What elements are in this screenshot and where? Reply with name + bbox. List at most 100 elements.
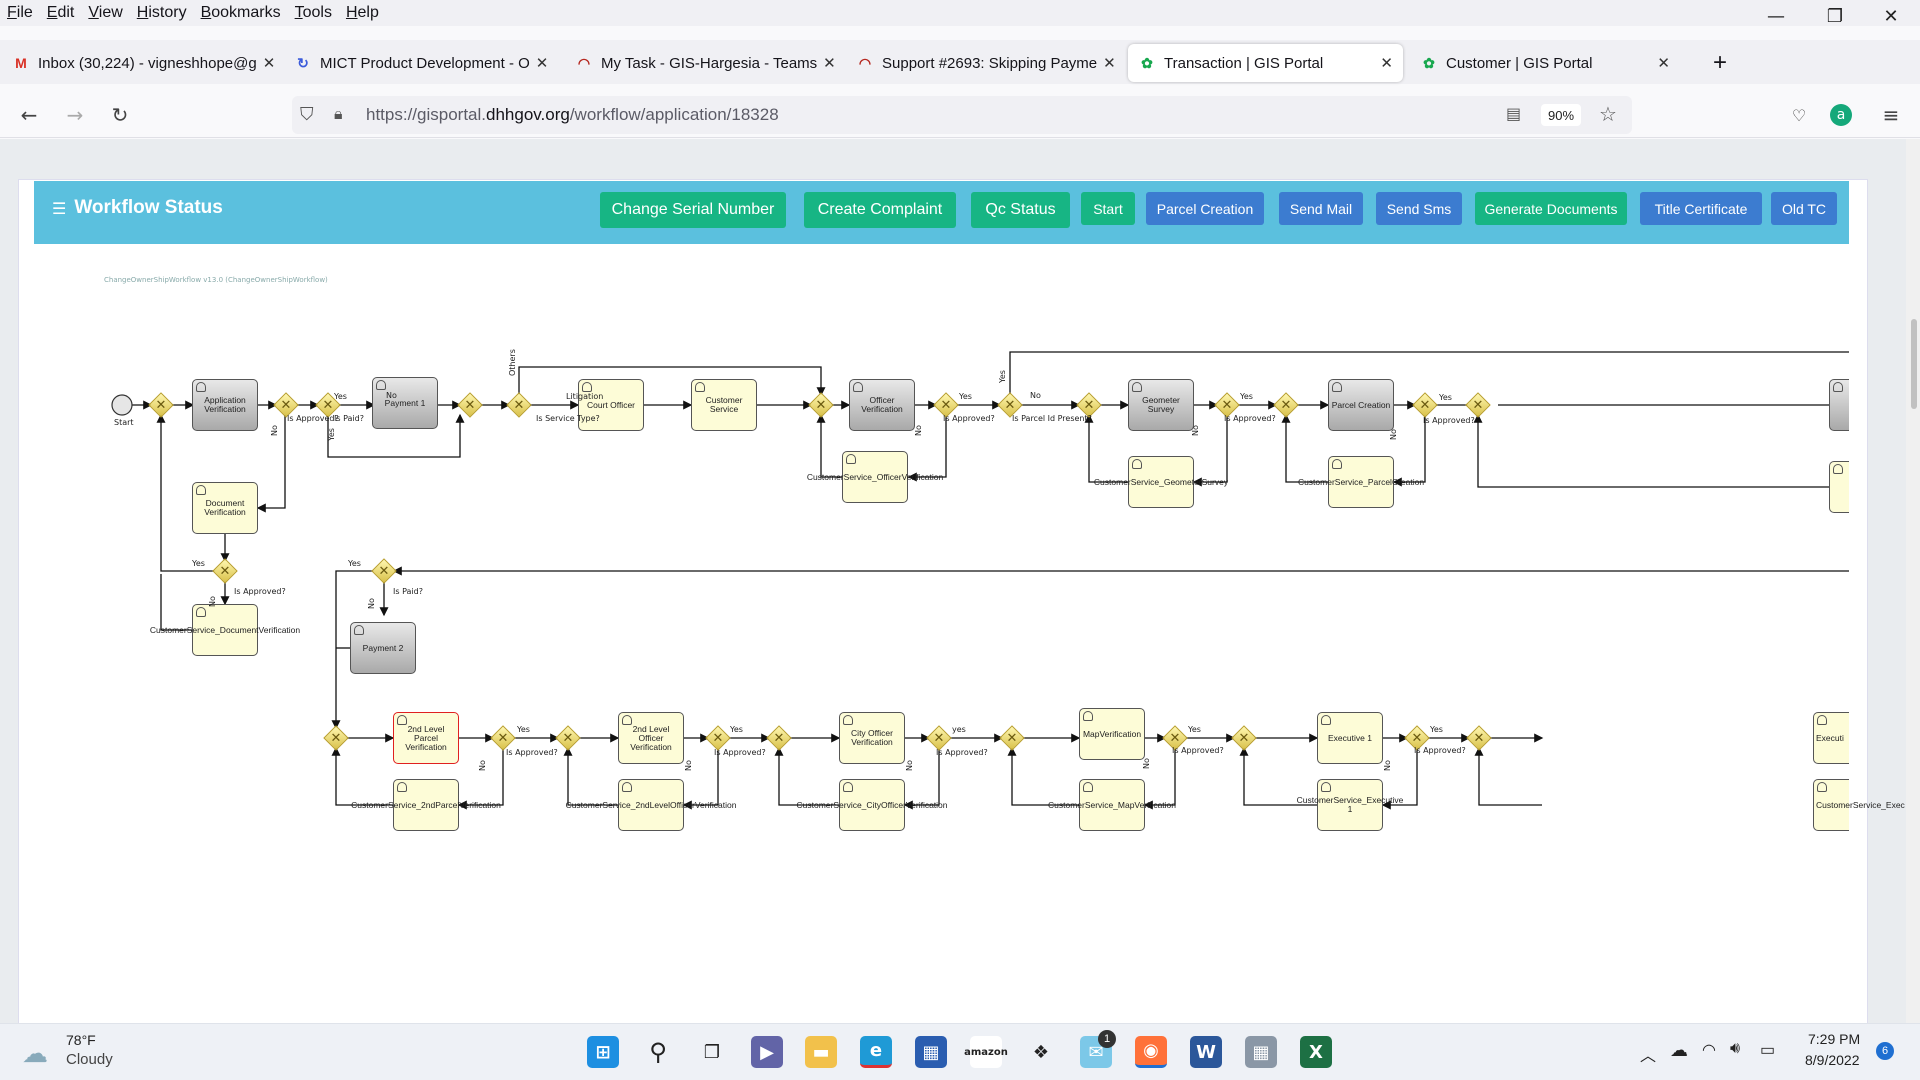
gateway-x-icon: ✕ — [280, 397, 292, 413]
task-cs-officer-verification[interactable]: CustomerService_OfficerVerification — [807, 451, 943, 503]
restore-icon[interactable]: ❐ — [1826, 5, 1844, 27]
account-icon[interactable]: a — [1830, 104, 1852, 126]
task-cs-map-verification[interactable]: CustomerService_MapVerification — [1048, 779, 1176, 831]
task-partial-cs[interactable] — [1829, 461, 1849, 513]
tab-transaction[interactable]: ✿ Transaction | GIS Portal ✕ — [1128, 44, 1403, 82]
task-officer-verification[interactable]: Officer Verification — [849, 379, 915, 431]
task-parcel-creation[interactable]: Parcel Creation — [1328, 379, 1394, 431]
task-cs-parcel-creation[interactable]: CustomerService_ParcelCreation — [1298, 456, 1424, 508]
edge-icon[interactable]: e — [860, 1036, 892, 1068]
menu-view[interactable]: View — [88, 4, 123, 21]
word-icon[interactable]: W — [1190, 1036, 1222, 1068]
change-serial-number-button[interactable]: Change Serial Number — [600, 192, 786, 228]
task-2nd-level-parcel-verification[interactable]: 2nd Level Parcel Verification — [393, 712, 459, 764]
zoom-level[interactable]: 90% — [1541, 104, 1581, 126]
menu-bookmarks[interactable]: Bookmarks — [200, 4, 281, 21]
menu-help[interactable]: Help — [345, 4, 379, 21]
windows-start-icon[interactable]: ⊞ — [587, 1036, 619, 1068]
close-tab-icon[interactable]: ✕ — [823, 54, 836, 72]
wifi-icon[interactable]: ◠ — [1702, 1042, 1716, 1059]
app-menu-icon[interactable]: ≡ — [1882, 103, 1900, 127]
task-application-verification[interactable]: Application Verification — [192, 379, 258, 431]
task-cs-2nd-officer-verification[interactable]: CustomerService_2ndLevelOfficerVerificat… — [566, 779, 736, 831]
weather-temp[interactable]: 78°F — [66, 1032, 96, 1048]
excel-icon[interactable]: X — [1300, 1036, 1332, 1068]
store-icon[interactable]: ▦ — [915, 1036, 947, 1068]
task-geometer-survey[interactable]: Geometer Survey — [1128, 379, 1194, 431]
reload-icon[interactable]: ↻ — [111, 103, 129, 127]
task-court-officer[interactable]: Court Officer — [578, 379, 644, 431]
scrollbar-thumb[interactable] — [1911, 319, 1917, 409]
close-tab-icon[interactable]: ✕ — [535, 54, 549, 72]
weather-condition[interactable]: Cloudy — [66, 1051, 113, 1068]
close-tab-icon[interactable]: ✕ — [1380, 54, 1393, 72]
menu-file[interactable]: File — [7, 4, 33, 21]
task-partial-gray[interactable] — [1829, 379, 1849, 431]
teams-chat-icon[interactable]: ▶ — [751, 1036, 783, 1068]
clock-time[interactable]: 7:29 PM — [1808, 1031, 1861, 1047]
task-payment-1[interactable]: Payment 1 — [372, 377, 438, 429]
old-tc-button[interactable]: Old TC — [1771, 192, 1837, 225]
amazon-icon[interactable]: amazon — [964, 1036, 1008, 1068]
onedrive-icon[interactable]: ☁ — [1670, 1040, 1688, 1060]
battery-icon[interactable]: ▭ — [1760, 1042, 1776, 1059]
tab-customer[interactable]: ✿ Customer | GIS Portal ✕ — [1410, 44, 1680, 82]
task-cs-city-officer-verification[interactable]: CustomerService_CityOfficerVerification — [797, 779, 948, 831]
clock-date[interactable]: 8/9/2022 — [1805, 1052, 1860, 1068]
create-complaint-button[interactable]: Create Complaint — [804, 192, 956, 228]
tab-gmail[interactable]: M Inbox (30,224) - vigneshhope@g ✕ — [2, 44, 275, 82]
close-window-icon[interactable]: ✕ — [1883, 5, 1899, 27]
chevron-up-icon[interactable]: ︿ — [1640, 1048, 1657, 1065]
send-sms-button[interactable]: Send Sms — [1376, 192, 1462, 225]
bookmark-star-icon[interactable]: ☆ — [1599, 102, 1617, 126]
close-tab-icon[interactable]: ✕ — [1103, 54, 1116, 72]
minimize-icon[interactable]: — — [1767, 5, 1785, 27]
start-button[interactable]: Start — [1081, 192, 1135, 225]
tab-support[interactable]: ◠ Support #2693: Skipping Payme ✕ — [846, 44, 1116, 82]
notification-badge[interactable]: 6 — [1876, 1042, 1894, 1060]
url-text[interactable]: https://gisportal.dhhgov.org/workflow/ap… — [366, 105, 779, 125]
search-icon[interactable]: ⚲ — [649, 1038, 667, 1066]
url-bar[interactable]: ⛉ 🔒︎ https://gisportal.dhhgov.org/workfl… — [292, 96, 1632, 134]
generate-documents-button[interactable]: Generate Documents — [1475, 192, 1627, 225]
task-executive-1[interactable]: Executive 1 — [1317, 712, 1383, 764]
tab-my-task[interactable]: ◠ My Task - GIS-Hargesia - Teams ✕ — [565, 44, 836, 82]
dropbox-icon[interactable]: ❖ — [1032, 1041, 1050, 1063]
file-explorer-icon[interactable]: ▬ — [805, 1036, 837, 1068]
task-cs-executive-2[interactable]: CustomerService_Exec — [1813, 779, 1905, 831]
close-tab-icon[interactable]: ✕ — [262, 54, 276, 72]
task-cs-executive-1[interactable]: CustomerService_Executive 1 — [1297, 779, 1403, 831]
scrollbar[interactable] — [1906, 139, 1920, 1023]
task-cs-2nd-parcel-verification[interactable]: CustomerService_2ndParcelVerification — [351, 779, 501, 831]
shield-icon[interactable]: ⛉ — [300, 104, 314, 125]
qc-status-button[interactable]: Qc Status — [971, 192, 1070, 228]
tab-mict[interactable]: ↻ MICT Product Development - O ✕ — [284, 44, 554, 82]
pocket-icon[interactable]: ♡ — [1791, 105, 1807, 125]
task-document-verification[interactable]: Document Verification — [192, 482, 258, 534]
volume-icon[interactable]: 🔊︎ — [1730, 1040, 1741, 1057]
calculator-icon[interactable]: ▦ — [1245, 1036, 1277, 1068]
close-tab-icon[interactable]: ✕ — [1657, 54, 1670, 72]
mail-icon[interactable]: ✉ — [1080, 1036, 1112, 1068]
menu-tools[interactable]: Tools — [294, 4, 332, 21]
menu-edit[interactable]: Edit — [46, 4, 75, 21]
task-city-officer-verification[interactable]: City Officer Verification — [839, 712, 905, 764]
send-mail-button[interactable]: Send Mail — [1279, 192, 1363, 225]
task-cs-document-verification[interactable]: CustomerService_DocumentVerification — [150, 604, 300, 656]
task-cs-geometer-survey[interactable]: CustomerService_GeometerSurvey — [1094, 456, 1228, 508]
new-tab-icon[interactable]: + — [1712, 49, 1727, 76]
task-2nd-level-officer-verification[interactable]: 2nd Level Officer Verification — [618, 712, 684, 764]
task-executive-2[interactable]: Executi — [1813, 712, 1849, 764]
firefox-icon[interactable]: ◉ — [1135, 1036, 1167, 1068]
title-certificate-button[interactable]: Title Certificate — [1640, 192, 1762, 225]
menu-history[interactable]: History — [136, 4, 187, 21]
task-payment-2[interactable]: Payment 2 — [350, 622, 416, 674]
task-customer-service[interactable]: Customer Service — [691, 379, 757, 431]
forward-icon[interactable]: → — [66, 103, 84, 127]
lock-icon[interactable]: 🔒︎ — [334, 104, 343, 123]
back-icon[interactable]: ← — [20, 103, 38, 127]
parcel-creation-button[interactable]: Parcel Creation — [1146, 192, 1264, 225]
task-view-icon[interactable]: ❐ — [703, 1041, 721, 1063]
reader-view-icon[interactable]: ▤ — [1506, 104, 1522, 123]
task-map-verification[interactable]: MapVerification — [1079, 708, 1145, 760]
